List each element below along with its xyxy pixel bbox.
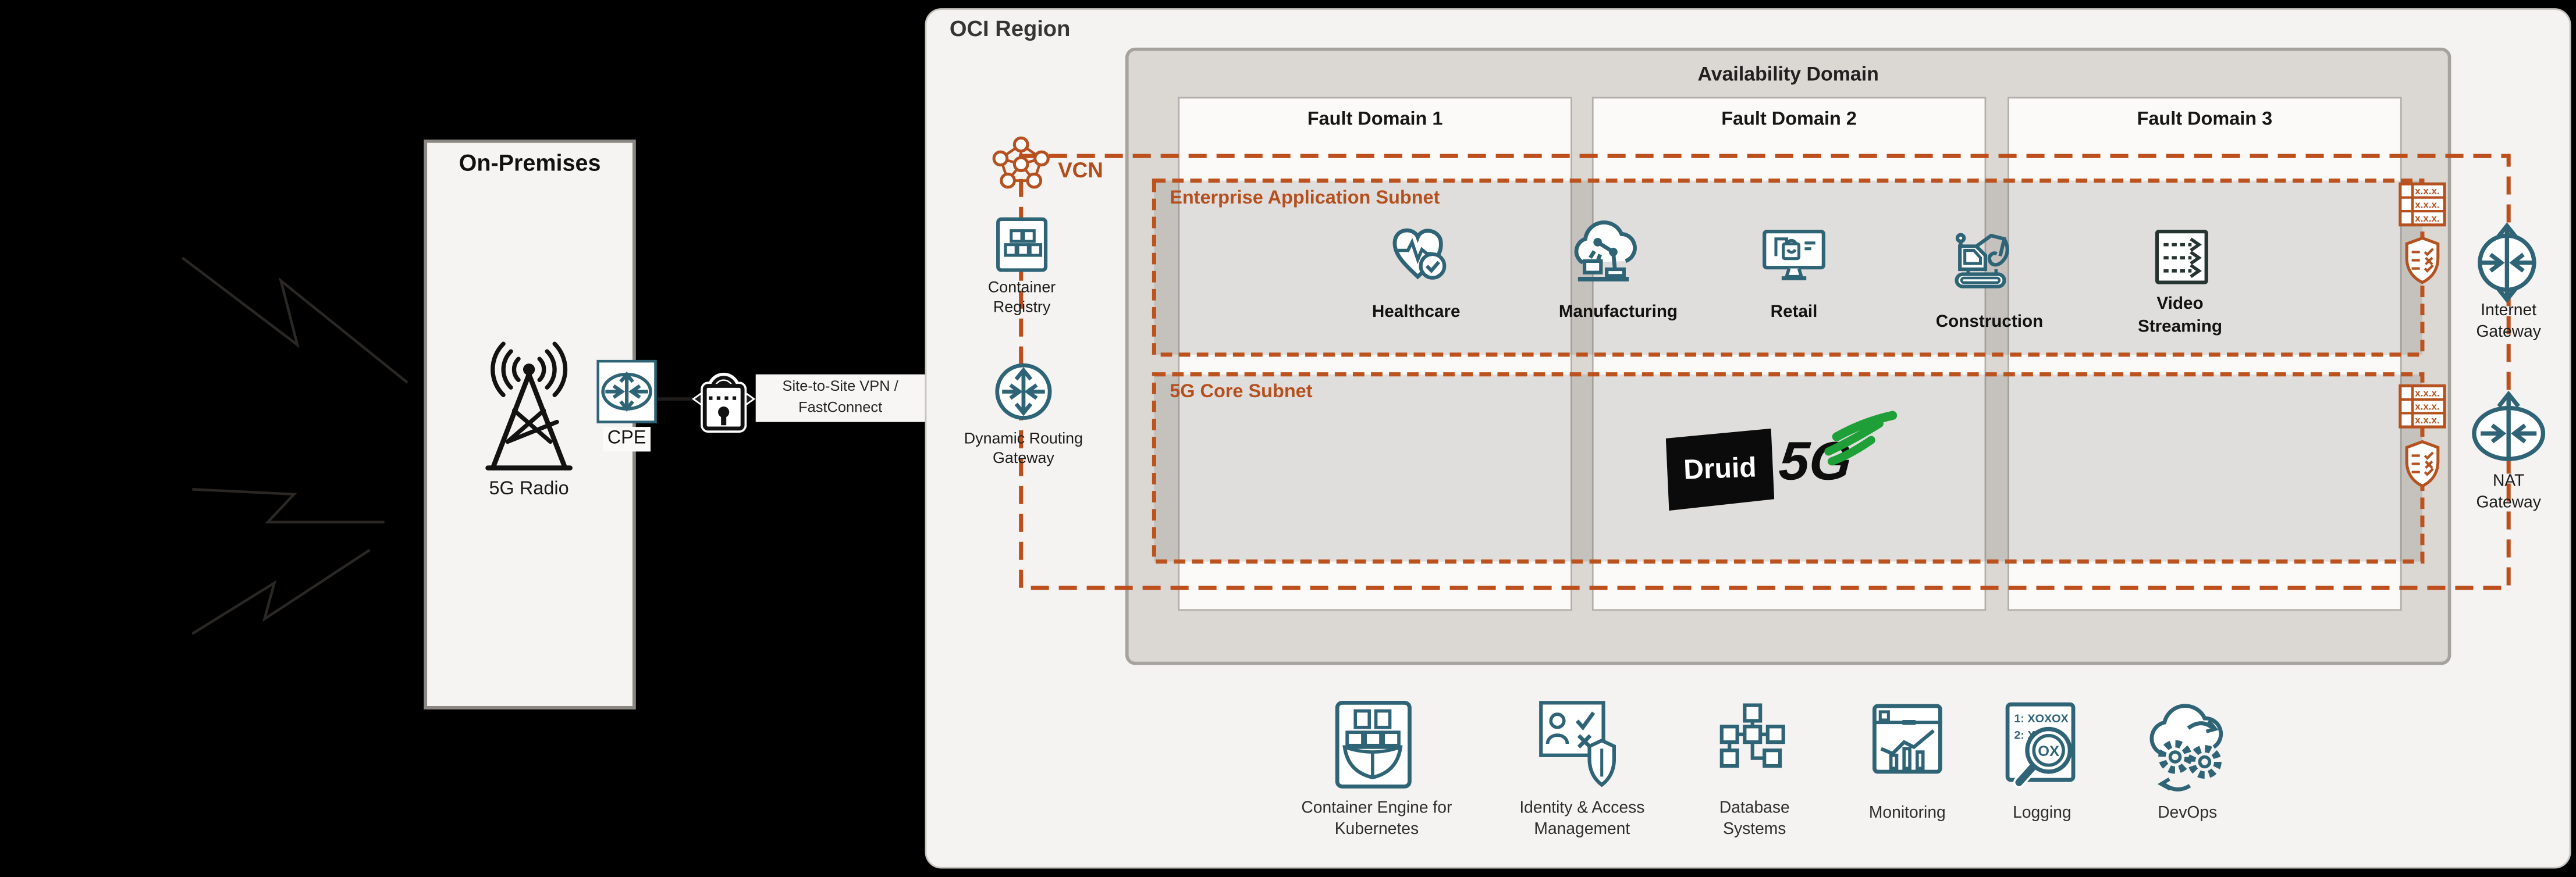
fault-domain-1-title: Fault Domain 1 — [1307, 110, 1443, 130]
container-registry-label: Container Registry — [987, 279, 1056, 316]
nat-gateway-icon — [2472, 390, 2546, 461]
vpn-label: Site-to-Site VPN / FastConnect — [755, 374, 925, 422]
retail-icon — [1763, 229, 1825, 280]
healthcare-icon — [1392, 228, 1447, 280]
svg-text:OX: OX — [2038, 743, 2059, 760]
svg-text:1: XOXOX: 1: XOXOX — [2014, 712, 2068, 725]
construction-icon — [1955, 233, 2009, 288]
radio-signal-zigzags — [182, 256, 408, 635]
vcn-icon — [992, 136, 1050, 189]
logging-label: Logging — [2013, 804, 2072, 823]
on-premises-title: On-Premises — [459, 149, 601, 176]
monitoring-label: Monitoring — [1868, 804, 1946, 823]
internet-gateway-label: Internet Gateway — [2476, 302, 2541, 341]
svg-text:x.x.x.: x.x.x. — [2414, 401, 2439, 412]
container-registry-icon — [996, 217, 1048, 272]
identity-access-management-label: Identity & Access Management — [1519, 799, 1645, 839]
5g-radio-icon — [485, 341, 573, 470]
druid-logo-flag: Druid — [1665, 428, 1775, 511]
fault-domain-2-title: Fault Domain 2 — [1721, 110, 1857, 130]
video-streaming-label: Video Streaming — [2137, 294, 2222, 336]
lock-icon — [701, 372, 747, 433]
enterprise-subnet-title: Enterprise Application Subnet — [1170, 188, 1440, 209]
core-subnet-title: 5G Core Subnet — [1170, 382, 1313, 402]
nat-gateway-label: NAT Gateway — [2476, 473, 2541, 512]
security-list-icon-core — [2405, 440, 2440, 488]
availability-domain-title: Availability Domain — [1697, 62, 1879, 85]
devops-label: DevOps — [2158, 804, 2218, 823]
vpn-connection — [657, 372, 986, 433]
vcn-label: VCN — [1058, 158, 1103, 183]
manufacturing-icon — [1574, 220, 1637, 281]
internet-gateway-icon — [2478, 222, 2536, 304]
dynamic-routing-gateway-icon — [995, 363, 1052, 420]
healthcare-label: Healthcare — [1372, 302, 1461, 322]
security-list-icon-enterprise — [2405, 236, 2440, 284]
cpe-icon — [596, 359, 657, 423]
video-streaming-icon — [2155, 229, 2208, 284]
container-engine-kubernetes-icon — [1335, 700, 1412, 789]
construction-label: Construction — [1935, 312, 2044, 332]
5g-radio-label: 5G Radio — [489, 479, 569, 500]
svg-text:x.x.x.: x.x.x. — [2414, 199, 2439, 210]
svg-text:x.x.x.: x.x.x. — [2414, 213, 2439, 224]
logging-icon: 1: XOXOX 2: XO OX — [2005, 702, 2076, 789]
core-subnet-border — [1152, 372, 2425, 564]
cpe-label: CPE — [603, 427, 651, 452]
devops-icon — [2149, 704, 2223, 792]
druid-5g-swoosh — [1824, 411, 1898, 466]
database-systems-icon — [1719, 703, 1785, 768]
druid-brand-text: Druid — [1683, 452, 1757, 486]
route-table-icon-core: x.x.x. x.x.x. x.x.x. — [2397, 384, 2446, 429]
identity-access-management-icon — [1539, 701, 1616, 787]
svg-text:x.x.x.: x.x.x. — [2414, 186, 2439, 197]
retail-label: Retail — [1770, 302, 1818, 322]
container-engine-kubernetes-label: Container Engine for Kubernetes — [1301, 799, 1452, 839]
monitoring-icon — [1872, 704, 1942, 774]
svg-text:x.x.x.: x.x.x. — [2414, 415, 2439, 426]
svg-text:x.x.x.: x.x.x. — [2414, 387, 2439, 398]
manufacturing-label: Manufacturing — [1558, 302, 1678, 322]
route-table-icon-enterprise: x.x.x. x.x.x. x.x.x. — [2397, 182, 2446, 227]
oci-region-title: OCI Region — [949, 16, 1071, 41]
fault-domain-3-title: Fault Domain 3 — [2137, 110, 2273, 130]
database-systems-label: Database Systems — [1719, 799, 1790, 839]
drg-label: Dynamic Routing Gateway — [964, 430, 1083, 468]
